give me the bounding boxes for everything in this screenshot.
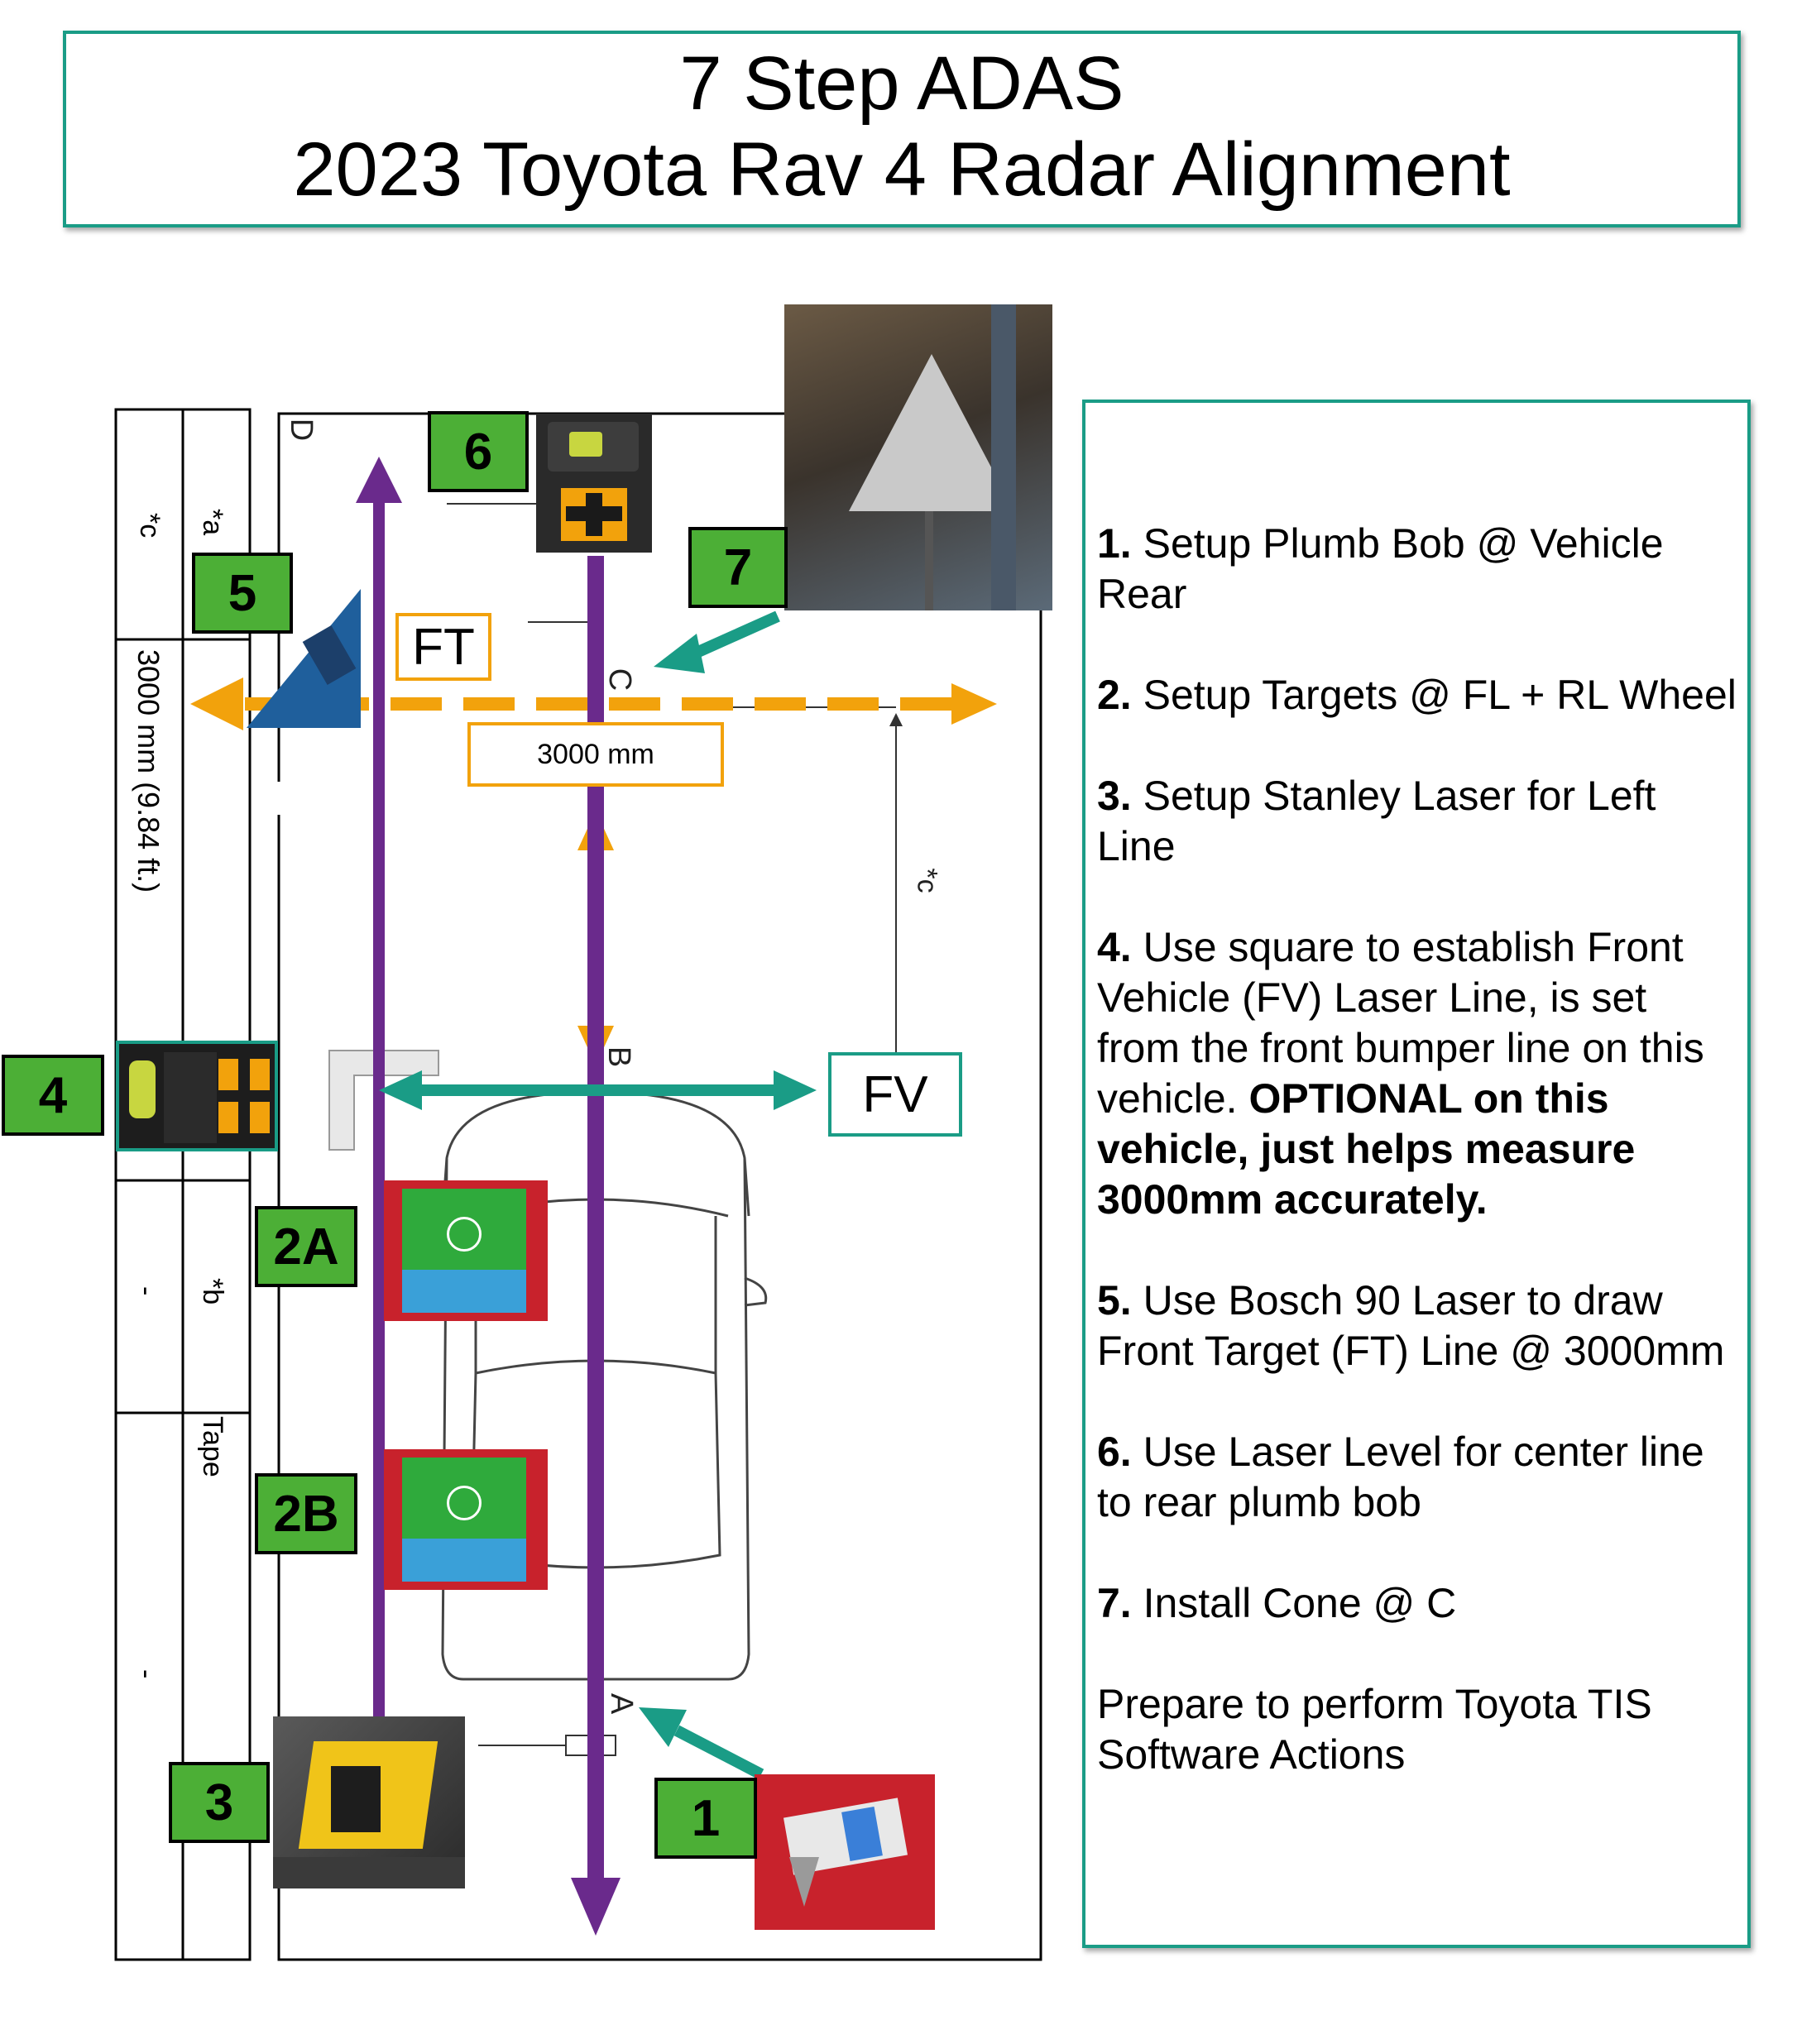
step-badge-7: 7	[688, 527, 788, 608]
point-b-label: B	[601, 1046, 637, 1068]
title-box: 7 Step ADAS 2023 Toyota Rav 4 Radar Alig…	[63, 31, 1741, 227]
table-cell-a: *a	[197, 509, 228, 536]
instruction-step-6: 6. Use Laser Level for center line to re…	[1097, 1429, 1704, 1525]
instruction-step-4: 4. Use square to establish Front Vehicle…	[1097, 924, 1704, 1223]
table-cell-dash-1: -	[131, 1286, 162, 1296]
ft-arrow-right	[951, 683, 997, 725]
plumb-pointer-arrow	[673, 1725, 764, 1780]
instruction-step-3: 3. Setup Stanley Laser for Left Line	[1097, 773, 1656, 869]
step-badge-3: 3	[169, 1762, 270, 1843]
table-cell-c: *c	[134, 513, 165, 539]
step-badge-5: 5	[192, 553, 293, 634]
stanley-laser-photo	[116, 1041, 278, 1151]
fv-label: FV	[828, 1052, 962, 1137]
step-badge-6: 6	[428, 411, 529, 492]
point-c-label: C	[602, 668, 638, 692]
closing-note: Prepare to perform Toyota TIS Software A…	[1097, 1681, 1652, 1778]
instruction-step-2: 2. Setup Targets @ FL + RL Wheel	[1097, 672, 1737, 718]
reflective-target-photo-2a	[384, 1180, 548, 1321]
step-badge-4: 4	[2, 1055, 104, 1136]
side-table	[114, 408, 252, 1961]
plumb-bob-photo	[755, 1774, 935, 1930]
point-d-label: D	[284, 418, 319, 442]
point-a-label: A	[604, 1692, 640, 1715]
step-badge-1: 1	[654, 1778, 757, 1859]
instruction-step-1: 1. Setup Plumb Bob @ Vehicle Rear	[1097, 520, 1664, 617]
table-cell-b: *b	[197, 1278, 228, 1305]
reflective-target-photo-2b	[384, 1449, 548, 1590]
step-badge-2b: 2B	[255, 1473, 357, 1554]
ft-label: FT	[395, 613, 491, 681]
stanley-laser-photo-3	[273, 1716, 465, 1888]
laser-level-photo	[536, 414, 652, 553]
table-cell-tape: Tape	[197, 1416, 228, 1477]
title-line-2: 2023 Toyota Rav 4 Radar Alignment	[293, 127, 1511, 212]
cone-pointer-arrow	[688, 610, 780, 661]
cone-target-photo	[784, 304, 1052, 610]
dim-c-label: *c	[911, 868, 943, 893]
instruction-step-5: 5. Use Bosch 90 Laser to draw Front Targ…	[1097, 1277, 1725, 1374]
distance-label: 3000 mm	[467, 722, 724, 787]
table-cell-3000mm: 3000 mm (9.84 ft.)	[132, 649, 165, 893]
instruction-step-7: 7. Install Cone @ C	[1097, 1580, 1457, 1626]
step-badge-2a: 2A	[255, 1206, 357, 1287]
title-line-1: 7 Step ADAS	[679, 41, 1124, 126]
instructions-panel: 1. Setup Plumb Bob @ Vehicle Rear 2. Set…	[1082, 400, 1751, 1948]
table-cell-dash-2: -	[131, 1669, 162, 1679]
